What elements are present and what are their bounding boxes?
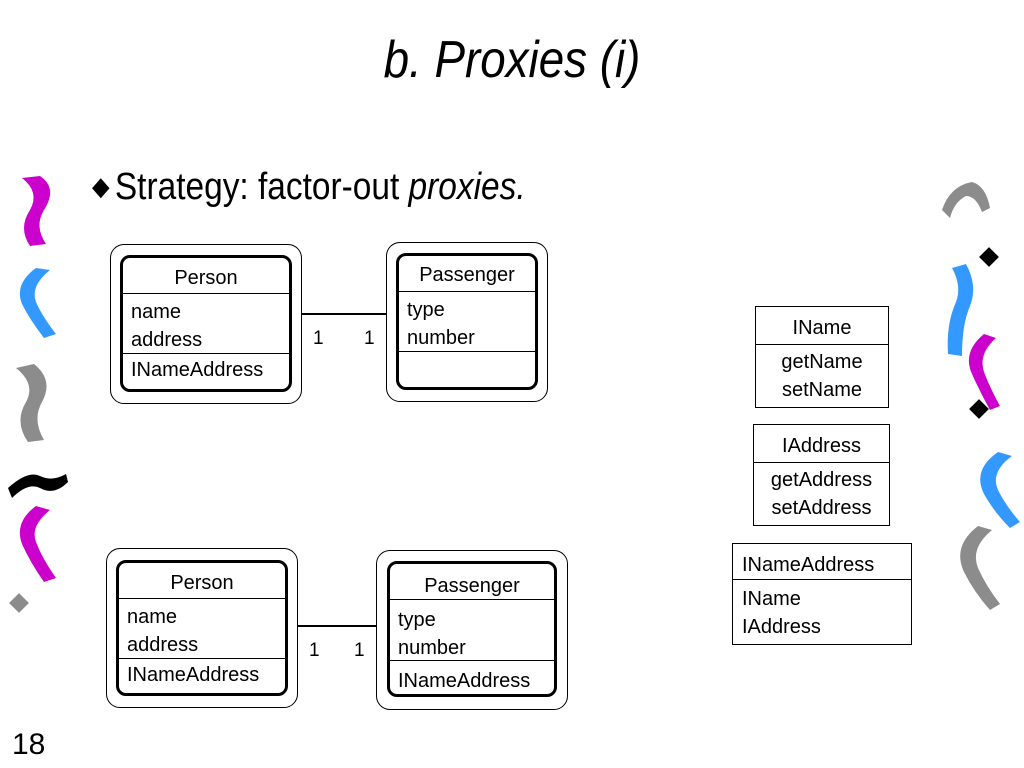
member: setName — [781, 379, 863, 401]
interface-name: INameAddress — [733, 544, 911, 580]
attribute: name — [131, 301, 182, 323]
interface-name: IName — [756, 307, 888, 345]
squiggle-icon — [980, 452, 1020, 528]
class-attributes: name address — [119, 599, 285, 659]
class-attributes: type number — [399, 292, 535, 352]
squiggle-icon — [19, 506, 56, 582]
attribute: number — [407, 327, 475, 349]
class-attributes: name address — [123, 294, 289, 354]
member: IName — [742, 588, 801, 610]
diamond-icon — [969, 399, 989, 419]
slide-number: 18 — [12, 728, 46, 761]
squiggle-icon — [22, 176, 51, 246]
top-passenger-class: Passenger type number — [396, 253, 538, 390]
multiplicity-right: 1 — [364, 328, 375, 349]
slide-title: b. Proxies (i) — [383, 31, 641, 89]
association-line — [297, 625, 377, 627]
iaddress-interface: IAddress getAddress setAddress — [753, 424, 890, 526]
diamond-icon — [979, 247, 999, 267]
member: setAddress — [771, 497, 872, 519]
class-operations — [399, 354, 535, 387]
multiplicity-left: 1 — [309, 640, 320, 661]
bottom-passenger-class: Passenger type number INameAddress — [387, 561, 557, 697]
bullet-text: Strategy: factor-out — [114, 166, 409, 208]
class-name: Passenger — [399, 256, 535, 292]
multiplicity-right: 1 — [354, 640, 365, 661]
attribute: name — [127, 606, 178, 628]
class-name: Person — [119, 563, 285, 599]
interface-members: getAddress setAddress — [754, 465, 889, 522]
class-operations: INameAddress — [123, 356, 289, 389]
multiplicity-left: 1 — [313, 328, 324, 349]
member: getName — [781, 351, 863, 373]
attribute: type — [398, 609, 436, 631]
operation: INameAddress — [398, 670, 531, 692]
top-person-class: Person name address INameAddress — [120, 255, 292, 392]
member: getAddress — [770, 469, 873, 491]
association-line — [301, 313, 387, 315]
attribute: address — [131, 329, 203, 351]
operation: INameAddress — [127, 664, 260, 686]
member: IAddress — [742, 616, 821, 638]
squiggle-icon — [947, 264, 974, 356]
diamond-icon — [9, 593, 29, 613]
interface-members: IName IAddress — [733, 584, 911, 641]
attribute: address — [127, 634, 199, 656]
bullet-point: ◆Strategy: factor-out proxies. — [92, 166, 526, 209]
squiggle-icon — [16, 364, 47, 442]
inameaddress-interface: INameAddress IName IAddress — [732, 543, 912, 645]
attribute: type — [407, 299, 445, 321]
interface-members: getName setName — [756, 347, 888, 404]
squiggle-icon — [960, 526, 1000, 610]
operation: INameAddress — [131, 359, 264, 381]
squiggle-icon — [942, 182, 990, 218]
class-operations: INameAddress — [390, 663, 554, 694]
squiggle-icon — [19, 268, 56, 338]
bullet-emphasis: proxies. — [408, 166, 526, 208]
squiggle-icon — [968, 334, 1000, 410]
bullet-diamond-icon: ◆ — [92, 171, 110, 201]
class-operations: INameAddress — [119, 661, 285, 693]
bottom-person-class: Person name address INameAddress — [116, 560, 288, 696]
class-attributes: type number — [390, 600, 554, 661]
squiggle-icon — [8, 474, 68, 498]
attribute: number — [398, 637, 466, 659]
class-name: Passenger — [390, 564, 554, 600]
class-name: Person — [123, 258, 289, 294]
iname-interface: IName getName setName — [755, 306, 889, 408]
interface-name: IAddress — [754, 425, 889, 463]
